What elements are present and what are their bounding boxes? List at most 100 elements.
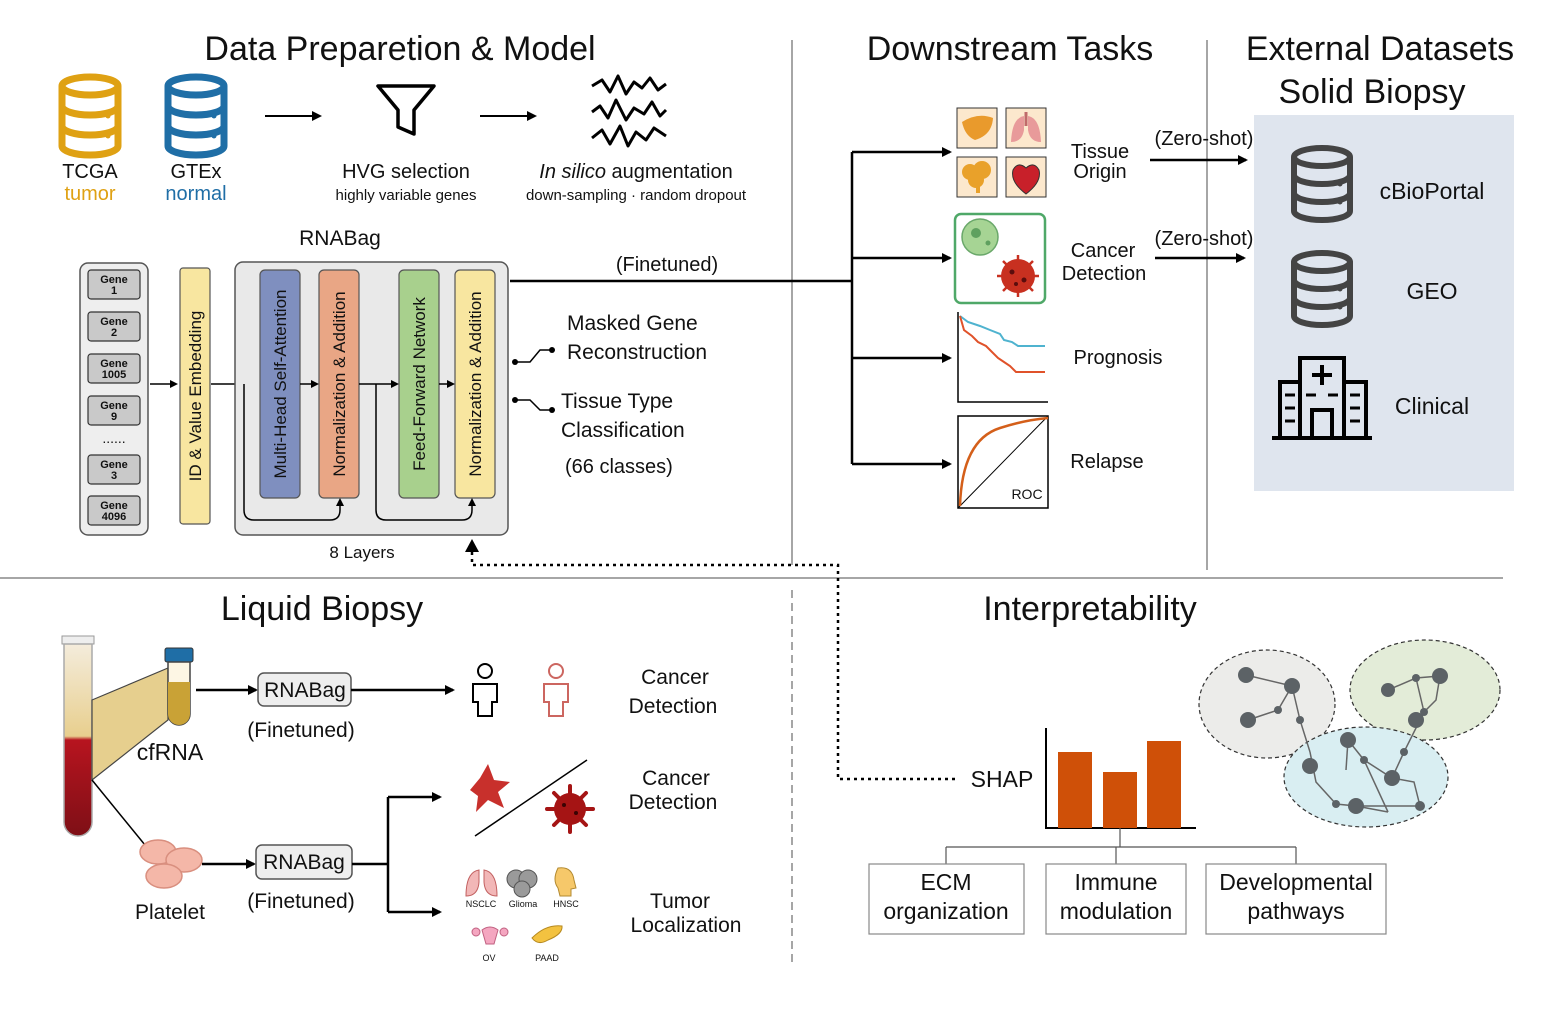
interpretability-connector: [470, 545, 955, 781]
roc-label: ROC: [1011, 486, 1042, 502]
organ-label-hnsc: HNSC: [553, 899, 579, 909]
gene-token-id: 4096: [102, 511, 126, 523]
liquid-model-box-2: [255, 844, 353, 880]
shap-label: SHAP: [971, 766, 1034, 792]
shap-bar-chart: [1045, 728, 1196, 829]
ov-uterus-icon: [471, 926, 509, 945]
pathway-dev-l1: Developmental: [1219, 869, 1372, 895]
augmentation-title-italic: In silico: [539, 161, 606, 183]
roc-curve-icon: ROC: [957, 415, 1049, 509]
gene-token-label: Gene: [100, 500, 128, 512]
cfrna-tube-icon: [164, 647, 194, 726]
organ-icons-liquid: NSCLC Glioma HNSC OV PAAD: [465, 867, 579, 963]
hvg-title: HVG selection: [342, 161, 470, 183]
task-cancer-l1: Cancer: [1071, 240, 1136, 262]
organ-label-glioma: Glioma: [509, 899, 538, 909]
activated-platelet-icon: [470, 764, 510, 812]
blood-tube-icon: [61, 635, 169, 837]
tcga-label: TCGA: [62, 161, 118, 183]
geo-database-icon: [1291, 250, 1353, 328]
person-icon-patient: [543, 663, 569, 717]
augmentation-subtitle: down-sampling · random dropout: [526, 187, 747, 204]
liquid-finetuned-1: (Finetuned): [247, 719, 354, 742]
gene-token-label: Gene: [100, 400, 128, 412]
title-interpretability: Interpretability: [983, 590, 1197, 628]
gene-token-id: 1005: [102, 369, 126, 381]
organ-label-paad: PAAD: [535, 953, 559, 963]
liquid-cancer-1-l2: Detection: [629, 695, 718, 718]
cancer-platelet-icon: [545, 784, 595, 834]
brain-icon: [962, 161, 991, 193]
task-tissue-l1: Tissue: [1071, 141, 1129, 163]
cancer-cell-tile: [953, 212, 1047, 305]
shap-bar-2: [1103, 772, 1137, 828]
pretrain-tissue-l2: Classification: [561, 419, 685, 442]
title-liquid: Liquid Biopsy: [221, 590, 423, 628]
gene-token-label: Gene: [100, 274, 128, 286]
pathway-tree-lines: [945, 828, 1297, 864]
cancer-cell-icon: [997, 255, 1039, 297]
liquid-finetuned-2: (Finetuned): [247, 890, 354, 913]
mask-connector: [515, 349, 552, 363]
norm-label-1: Normalization & Addition: [330, 291, 349, 476]
gtex-type: normal: [165, 183, 226, 205]
pathway-immune-l2: modulation: [1060, 898, 1173, 924]
lungs-icon: [1011, 112, 1041, 142]
model-name: RNABag: [299, 227, 381, 250]
platelet-label: Platelet: [135, 901, 205, 924]
tcga-database-icon: [58, 73, 122, 159]
hnsc-head-icon: [554, 867, 577, 897]
pathway-dev-l2: pathways: [1247, 898, 1344, 924]
layers-label: 8 Layers: [329, 543, 394, 562]
pathway-immune-l1: Immune: [1074, 869, 1157, 895]
survival-curve-icon: [957, 312, 1048, 403]
liquid-cancer-1-l1: Cancer: [641, 666, 709, 689]
zero-shot-label-2: (Zero-shot): [1155, 228, 1254, 250]
gene-token-label: Gene: [100, 358, 128, 370]
paad-pancreas-icon: [531, 925, 563, 944]
augmentation-title-rest: augmentation: [606, 161, 733, 183]
title-data-prep: Data Preparetion & Model: [204, 30, 595, 68]
gene-token-id: 2: [111, 327, 117, 339]
pathway-box-immune: Immune modulation: [1045, 863, 1187, 935]
external-cbioportal: cBioPortal: [1380, 178, 1485, 204]
task-prognosis: Prognosis: [1074, 347, 1163, 369]
external-clinical: Clinical: [1395, 393, 1469, 419]
shap-bar-3: [1147, 741, 1181, 828]
hvg-subtitle: highly variable genes: [336, 187, 477, 204]
signal-waves-icon: [591, 74, 668, 148]
liquid-model-label-1: RNABag: [264, 679, 346, 702]
tissue-connector: [515, 399, 552, 411]
gene-network-graph: [1198, 639, 1501, 828]
heart-icon: [1012, 164, 1040, 195]
zero-shot-label-1: (Zero-shot): [1155, 128, 1254, 150]
liquid-cancer-2-l2: Detection: [629, 791, 718, 814]
downstream-branch: [850, 147, 952, 469]
organ-label-nsclc: NSCLC: [466, 899, 497, 909]
transformer-layer: Multi-Head Self-Attention Normalization …: [234, 261, 509, 536]
pathway-ecm-l2: organization: [883, 898, 1008, 924]
platelet-icon: [139, 839, 203, 889]
liquid-model-label-2: RNABag: [263, 851, 345, 874]
person-icon-healthy: [472, 663, 498, 717]
embedding-label: ID & Value Embedding: [186, 311, 205, 482]
glioma-brain-icon: [506, 869, 538, 898]
cbioportal-database-icon: [1291, 145, 1353, 223]
funnel-icon: [376, 84, 436, 136]
cfrna-label: cfRNA: [137, 739, 204, 765]
gtex-label: GTEx: [170, 161, 221, 183]
hospital-icon: [1272, 356, 1372, 440]
gtex-database-icon: [164, 73, 228, 159]
gene-token-label: Gene: [100, 459, 128, 471]
organ-label-ov: OV: [482, 953, 495, 963]
title-external-2: Solid Biopsy: [1278, 73, 1465, 111]
title-external-1: External Datasets: [1246, 30, 1514, 68]
diagonal-divider: [474, 759, 588, 837]
